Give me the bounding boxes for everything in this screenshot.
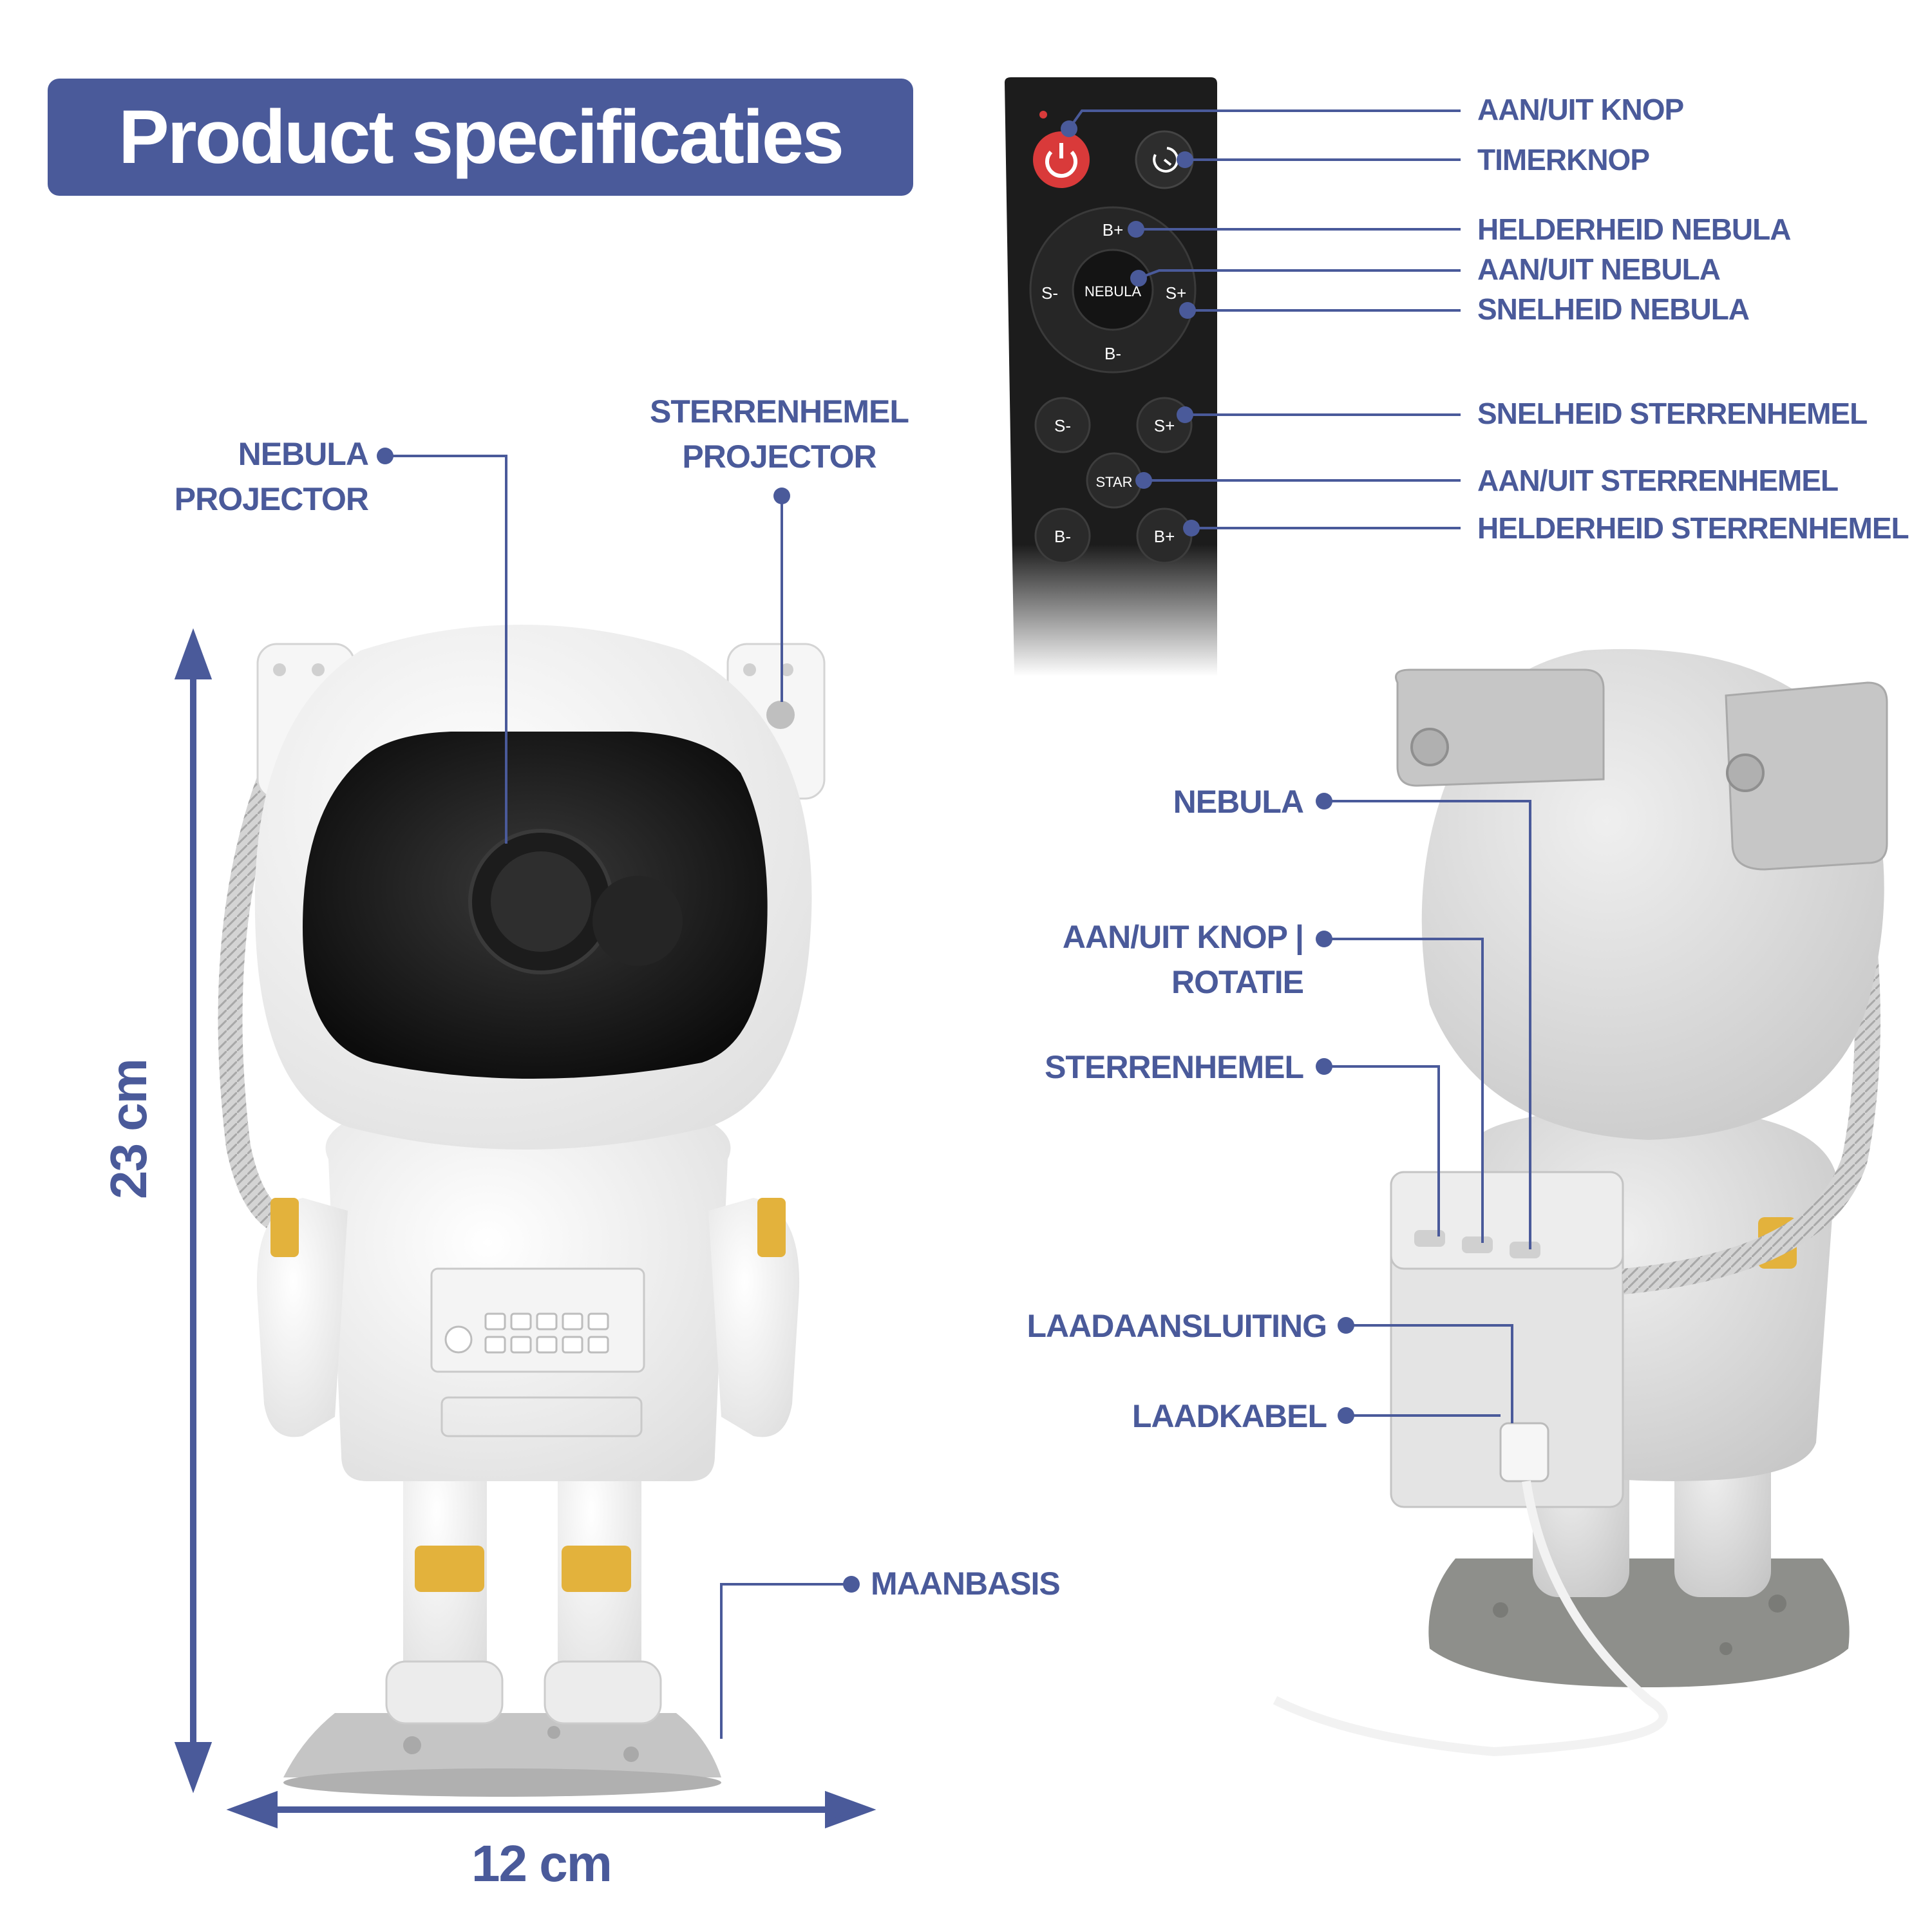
label-nebula: NEBULA <box>1173 784 1304 820</box>
label-timer-button: TIMERKNOP <box>1477 143 1650 176</box>
label-star-projector: STERRENHEMEL PROJECTOR <box>650 393 909 475</box>
front-astronaut <box>218 625 826 1797</box>
label-s-minus-2: S- <box>1054 416 1071 435</box>
label-b-plus-2: B+ <box>1154 527 1175 546</box>
label-b-minus: B- <box>1104 344 1121 363</box>
back-leader-dots <box>1316 793 1354 1424</box>
timer-icon <box>1153 147 1179 173</box>
height-dimension: 23 cm <box>100 1059 157 1199</box>
height-arrow-bottom <box>174 1742 213 1794</box>
label-nebula-speed: SNELHEID NEBULA <box>1477 292 1750 326</box>
power-led <box>1039 111 1047 118</box>
label-b-plus: B+ <box>1103 220 1124 240</box>
nebula-button[interactable] <box>1072 249 1154 331</box>
label-star: STAR <box>1095 474 1132 490</box>
dimension-arrows <box>174 628 876 1829</box>
height-arrow-top <box>174 628 213 679</box>
label-charging-port: LAADAANSLUITING <box>1027 1308 1327 1344</box>
power-button[interactable] <box>1033 131 1090 188</box>
back-astronaut <box>1273 649 1888 1757</box>
label-star-brightness: HELDERHEID STERRENHEMEL <box>1477 511 1909 545</box>
label-power-button: AAN/UIT KNOP <box>1477 93 1684 126</box>
label-s-plus-2: S+ <box>1154 416 1175 435</box>
width-arrow-left <box>226 1790 278 1829</box>
label-nebula-projector: NEBULA PROJECTOR <box>174 436 369 517</box>
remote-leader-dots <box>1061 120 1200 536</box>
star-speed-down-button[interactable] <box>1034 397 1091 453</box>
label-nebula-brightness: HELDERHEID NEBULA <box>1477 213 1791 246</box>
label-moon-base: MAANBASIS <box>871 1566 1061 1602</box>
label-star-speed: SNELHEID STERRENHEMEL <box>1477 397 1868 430</box>
page-title: Product specificaties <box>118 95 844 180</box>
width-arrow-right <box>825 1790 876 1829</box>
back-leader-lines <box>1324 800 1531 1423</box>
label-nebula-toggle: AAN/UIT NEBULA <box>1477 252 1721 286</box>
label-b-minus-2: B- <box>1054 527 1071 546</box>
label-charging-cable: LAADKABEL <box>1132 1398 1327 1434</box>
front-leader-dots <box>377 448 860 1593</box>
width-dimension: 12 cm <box>471 1835 612 1892</box>
title-banner: Product specificaties <box>48 79 913 196</box>
label-nebula: NEBULA <box>1084 283 1141 299</box>
label-starry-sky: STERRENHEMEL <box>1045 1049 1304 1085</box>
power-icon <box>1045 150 1077 178</box>
label-power-rotation: AAN/UIT KNOP | ROTATIE <box>1062 919 1304 1000</box>
front-leader-lines <box>385 455 851 1739</box>
label-s-minus: S- <box>1041 283 1058 303</box>
label-s-plus: S+ <box>1166 283 1187 303</box>
remote-control: B+ B- S- S+ NEBULA S- S+ STAR B- B+ <box>1005 77 1217 676</box>
star-brightness-down-button[interactable] <box>1034 507 1091 564</box>
label-star-toggle: AAN/UIT STERRENHEMEL <box>1477 464 1839 497</box>
